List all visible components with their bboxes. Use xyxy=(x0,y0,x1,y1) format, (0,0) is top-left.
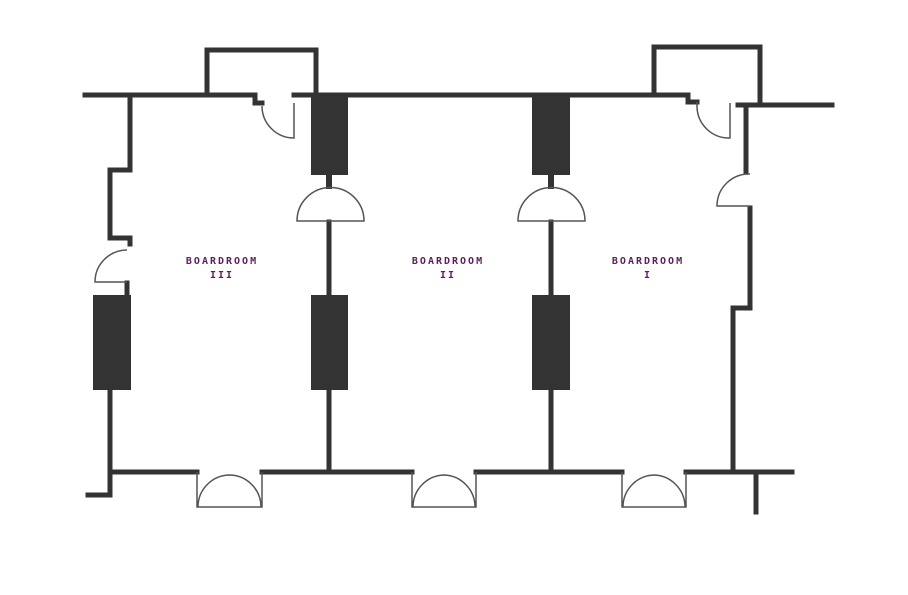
column-mid-2 xyxy=(532,295,570,390)
column-top-1 xyxy=(311,95,348,175)
room-number: III xyxy=(209,270,235,281)
door-closet-left xyxy=(261,103,295,139)
room-label-boardroom-i: BOARDROOM I xyxy=(612,255,684,283)
doors xyxy=(94,102,751,508)
top-wall xyxy=(82,92,265,106)
door-closet-right xyxy=(696,102,731,139)
left-closet-wall xyxy=(204,47,319,98)
left-wall-bottom xyxy=(85,387,113,498)
column-top-2 xyxy=(532,95,570,175)
door-partition-2 xyxy=(517,186,586,222)
door-left-wall xyxy=(94,249,128,283)
column-stub-1 xyxy=(326,175,332,189)
room-label-boardroom-iii: BOARDROOM III xyxy=(186,255,258,283)
room-name: BOARDROOM xyxy=(611,256,685,267)
right-wall-lower xyxy=(730,205,753,475)
walls xyxy=(82,44,835,515)
columns xyxy=(93,95,570,390)
room-number: I xyxy=(643,270,653,281)
right-closet-wall xyxy=(651,44,763,106)
left-wall-upper xyxy=(107,92,133,247)
door-partition-1 xyxy=(296,186,365,222)
door-bottom-1 xyxy=(196,472,263,508)
column-stub-2 xyxy=(548,175,554,189)
room-name: BOARDROOM xyxy=(411,256,485,267)
room-name: BOARDROOM xyxy=(185,256,259,267)
door-bottom-2 xyxy=(411,472,477,508)
door-right-wall xyxy=(716,173,751,207)
door-bottom-3 xyxy=(621,472,687,508)
room-label-boardroom-ii: BOARDROOM II xyxy=(412,255,484,283)
column-mid-1 xyxy=(311,295,348,390)
room-number: II xyxy=(439,270,457,281)
column-left xyxy=(93,295,131,390)
top-wall-middle xyxy=(291,92,700,105)
